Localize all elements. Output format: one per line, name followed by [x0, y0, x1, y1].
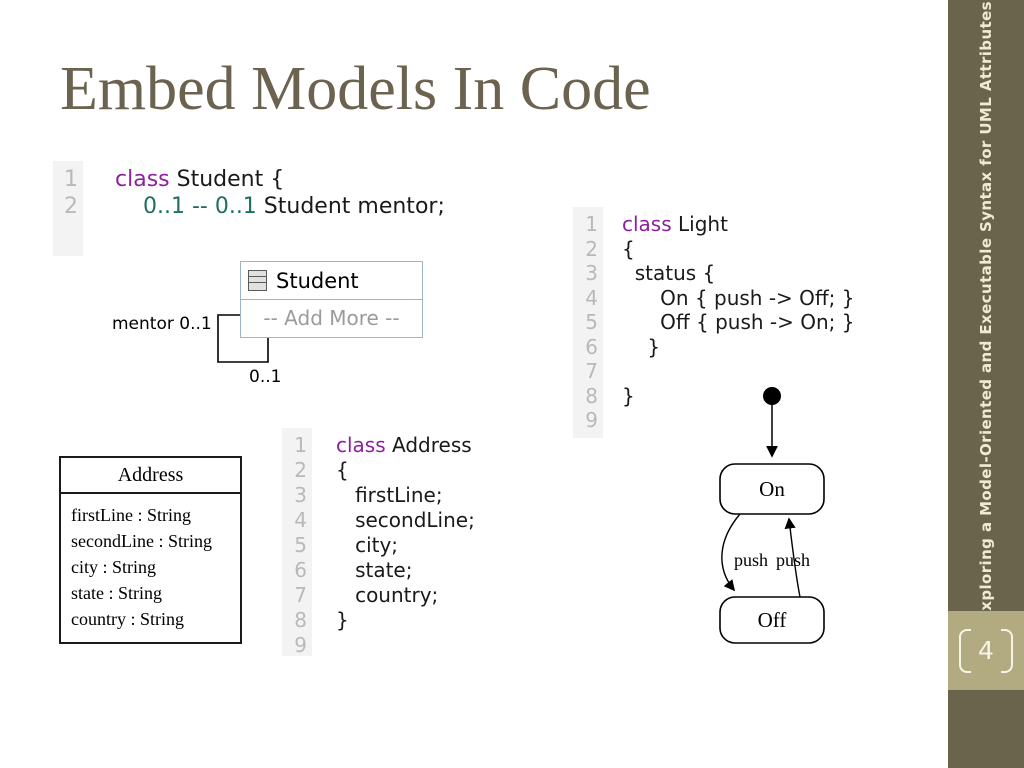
line-number: 6 — [585, 334, 598, 359]
line-number: 1 — [64, 167, 78, 192]
uml-attribute: state : String — [71, 583, 162, 603]
page-number-box: 4 — [948, 611, 1024, 690]
transition-off-to-on-arrow — [784, 517, 801, 598]
line-number: 3 — [585, 261, 598, 285]
class-icon — [248, 270, 267, 291]
code-line: On { push -> Off; } — [622, 285, 855, 310]
transition-label-push-2: push — [776, 550, 810, 570]
line-number: 1 — [294, 433, 307, 457]
line-number: 8 — [294, 608, 307, 632]
code-line: status { — [622, 261, 716, 285]
sidebar-vertical-title: Exploring a Model-Oriented and Executabl… — [977, 0, 995, 622]
line-number: 2 — [64, 194, 78, 219]
uml-student-header: Student — [241, 262, 422, 300]
line-number: 5 — [294, 533, 307, 557]
code-line: 0..1 -- 0..1 Student mentor; — [142, 194, 445, 219]
code-line: class Light — [622, 212, 728, 236]
code-line: city; — [336, 533, 399, 557]
code-line: { — [622, 236, 635, 261]
uml-student-title: Student — [276, 268, 359, 293]
uml-attribute: firstLine : String — [71, 505, 191, 525]
state-machine-diagram: On Off push push — [719, 387, 825, 644]
code-line: } — [622, 383, 635, 408]
line-number: 7 — [294, 583, 307, 607]
line-number: 4 — [585, 285, 598, 310]
line-number: 5 — [585, 310, 598, 334]
sidebar: Exploring a Model-Oriented and Executabl… — [948, 0, 1024, 768]
code-line: { — [336, 458, 349, 482]
code-line: secondLine; — [336, 508, 475, 532]
code-line: } — [622, 334, 661, 359]
transition-label-push-1: push — [734, 550, 768, 570]
code-line: firstLine; — [336, 483, 443, 507]
line-number: 7 — [585, 359, 598, 383]
line-number: 4 — [294, 508, 307, 532]
line-number: 1 — [585, 212, 598, 236]
association-label-multiplicity: 0..1 — [249, 367, 282, 387]
uml-class-box-student: Student -- Add More -- — [240, 261, 423, 338]
initial-state-dot — [763, 387, 781, 405]
page-title: Embed Models In Code — [60, 55, 651, 123]
self-association-line — [217, 314, 269, 363]
code-line: country; — [336, 583, 439, 607]
line-number: 3 — [294, 483, 307, 507]
uml-attribute: country : String — [71, 609, 184, 629]
code-line: class Address — [336, 433, 472, 457]
code-line: } — [336, 608, 349, 632]
state-on — [719, 463, 825, 515]
line-number: 8 — [585, 383, 598, 408]
uml-address-title: Address — [61, 458, 240, 494]
uml-attribute: secondLine : String — [71, 531, 212, 551]
add-more-row[interactable]: -- Add More -- — [263, 306, 400, 330]
left-bracket-icon — [959, 628, 972, 673]
line-number: 6 — [294, 558, 307, 582]
code-lines: class Address{ firstLine; secondLine; ci… — [312, 428, 475, 656]
code-line: state; — [336, 558, 413, 582]
uml-class-box-address: Address firstLine : String secondLine : S… — [59, 456, 242, 644]
code-line — [336, 633, 475, 656]
uml-address-attribute-list: firstLine : String secondLine : String cit… — [61, 494, 240, 642]
association-label-mentor: mentor 0..1 — [112, 314, 212, 334]
code-line: class Student { — [115, 167, 285, 192]
sidebar-text-wrap: Exploring a Model-Oriented and Executabl… — [948, 1, 1024, 621]
association-polyline — [217, 314, 269, 363]
code-lines: class Student { 0..1 -- 0..1 Student men… — [83, 161, 445, 256]
state-off-label: Off — [758, 608, 787, 632]
right-bracket-icon — [1000, 628, 1013, 673]
line-number: 2 — [294, 458, 307, 482]
code-line: Off { push -> On; } — [622, 310, 855, 334]
line-number: 9 — [585, 408, 598, 432]
uml-attribute: city : String — [71, 557, 156, 577]
transition-on-to-off-arrow — [721, 513, 741, 592]
line-number: 2 — [585, 236, 598, 261]
page-number: 4 — [978, 636, 994, 665]
state-on-label: On — [759, 477, 785, 501]
state-off — [719, 596, 825, 644]
line-number: 9 — [294, 633, 307, 656]
code-lines: class Light{ status { On { push -> Off; … — [603, 207, 855, 438]
